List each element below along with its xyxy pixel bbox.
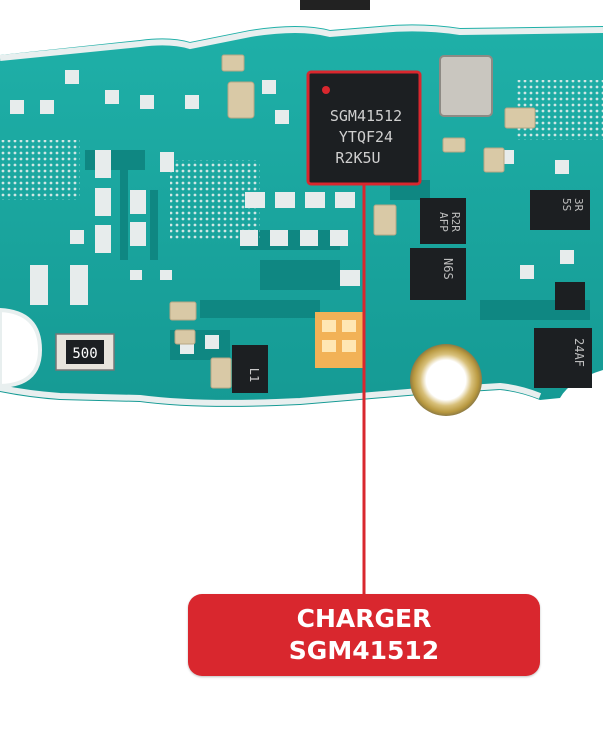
solder-pads [10,70,574,384]
ic-marking-line3: R2K5U [335,149,380,167]
callout-label: CHARGER SGM41512 [188,594,540,676]
chip-l1: L1 [232,345,268,393]
chip-r2r-line1: R2R [449,212,462,232]
chip-3r5s: 3R 5S [530,190,590,230]
chip-n6s-marking: N6S [441,258,455,280]
chip-n6s: N6S [410,248,466,300]
circuit-board [0,0,603,407]
chip-l1-marking: L1 [247,368,261,382]
callout-line2: SGM41512 [288,636,440,665]
copper-traces [85,150,590,360]
chip-24af-marking: 24AF [572,338,586,367]
mounting-hole [410,344,482,416]
callout-line1: CHARGER [296,604,432,633]
resistor-500: 500 [55,333,115,371]
charger-ic: SGM41512 YTQF24 R2K5U [306,70,422,186]
bga-area [0,80,603,240]
inductor [439,55,493,117]
chip-r2r-line2: AFP [437,212,450,232]
chip-3r5s-line2: 5S [560,198,573,211]
test-pad-block [315,312,363,368]
chip-small [555,282,585,310]
ic-marking-line1: SGM41512 [330,107,402,125]
chip-3r5s-line1: 3R [572,198,585,212]
chip-24af: 24AF [534,328,592,388]
chip-r2r: R2R AFP [420,198,466,244]
capacitors [169,54,536,389]
resistor-marking: 500 [72,346,97,362]
ic-marking-line2: YTQF24 [339,128,393,146]
